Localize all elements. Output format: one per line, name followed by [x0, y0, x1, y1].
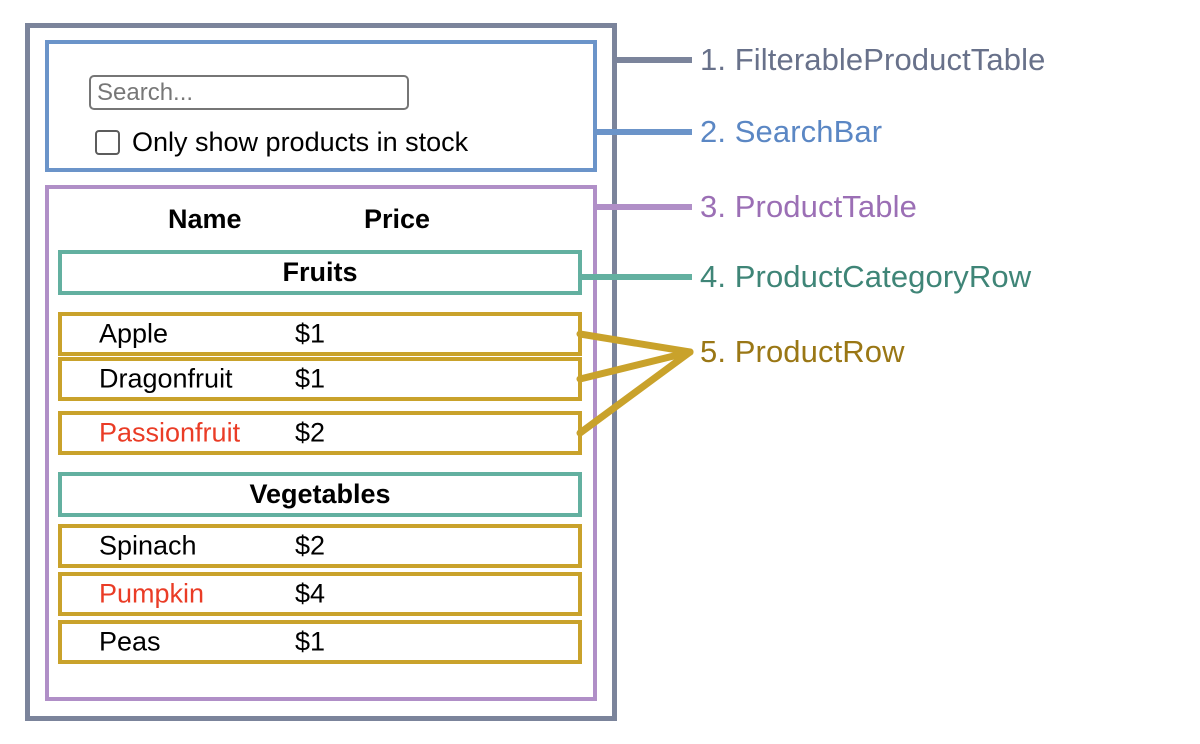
product-category-row-fruits: Fruits [58, 250, 582, 295]
product-row-passionfruit: Passionfruit $2 [58, 411, 582, 455]
product-price: $1 [295, 363, 326, 394]
product-category-label: Fruits [282, 257, 358, 287]
stock-filter-row[interactable]: Only show products in stock [95, 127, 468, 157]
legend-item-product-row: 5. ProductRow [700, 334, 905, 369]
product-category-label: Vegetables [249, 479, 391, 509]
product-table-header: Name Price [58, 198, 582, 240]
product-price: $2 [295, 530, 326, 561]
column-header-name: Name [168, 204, 242, 234]
product-row-dragonfruit: Dragonfruit $1 [58, 357, 582, 401]
product-row-peas: Peas $1 [58, 620, 582, 664]
product-name: Dragonfruit [99, 363, 233, 394]
legend-item-product-table: 3. ProductTable [700, 189, 917, 224]
product-name: Passionfruit [99, 417, 241, 448]
product-price: $1 [295, 626, 326, 657]
only-in-stock-label: Only show products in stock [132, 127, 469, 157]
product-price: $1 [295, 318, 326, 349]
product-category-row-vegetables: Vegetables [58, 472, 582, 517]
product-name: Spinach [99, 530, 197, 561]
legend-item-search-bar: 2. SearchBar [700, 114, 883, 149]
product-row-pumpkin: Pumpkin $4 [58, 572, 582, 616]
search-input[interactable] [89, 75, 409, 110]
product-price: $4 [295, 578, 326, 609]
product-price: $2 [295, 417, 326, 448]
legend-item-product-category-row: 4. ProductCategoryRow [700, 259, 1032, 294]
product-name: Peas [99, 626, 161, 657]
legend-item-filterable-product-table: 1. FilterableProductTable [700, 42, 1046, 77]
product-row-spinach: Spinach $2 [58, 524, 582, 568]
product-name: Pumpkin [99, 578, 205, 609]
product-row-apple: Apple $1 [58, 312, 582, 356]
product-name: Apple [99, 318, 169, 349]
only-in-stock-checkbox[interactable] [95, 129, 120, 155]
column-header-price: Price [364, 204, 431, 234]
